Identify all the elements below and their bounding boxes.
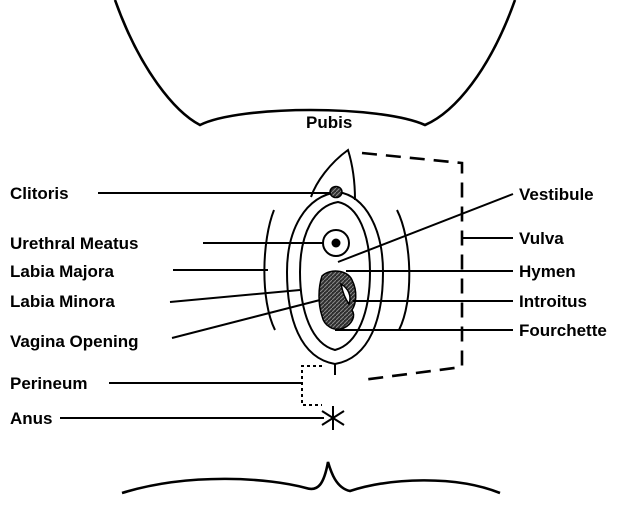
leader-vestibule	[338, 194, 513, 262]
label-vagina-opening: Vagina Opening	[10, 332, 138, 351]
label-introitus: Introitus	[519, 292, 587, 311]
label-pubis: Pubis	[306, 113, 352, 132]
anus-marker	[322, 406, 344, 430]
perineum-bracket	[302, 366, 322, 405]
label-vestibule: Vestibule	[519, 185, 594, 204]
label-clitoris: Clitoris	[10, 184, 69, 203]
label-perineum: Perineum	[10, 374, 87, 393]
label-urethral-meatus: Urethral Meatus	[10, 234, 138, 253]
lower-body-outline	[122, 462, 500, 493]
leader-labia-minora	[170, 290, 300, 302]
label-labia-minora: Labia Minora	[10, 292, 115, 311]
label-anus: Anus	[10, 409, 53, 428]
label-fourchette: Fourchette	[519, 321, 607, 340]
urethral-meatus-inner	[332, 239, 341, 248]
label-vulva: Vulva	[519, 229, 564, 248]
label-hymen: Hymen	[519, 262, 576, 281]
vulva-bracket	[362, 153, 462, 380]
upper-body-outline	[115, 0, 515, 125]
label-labia-majora: Labia Majora	[10, 262, 114, 281]
clitoris-glans	[330, 187, 342, 198]
